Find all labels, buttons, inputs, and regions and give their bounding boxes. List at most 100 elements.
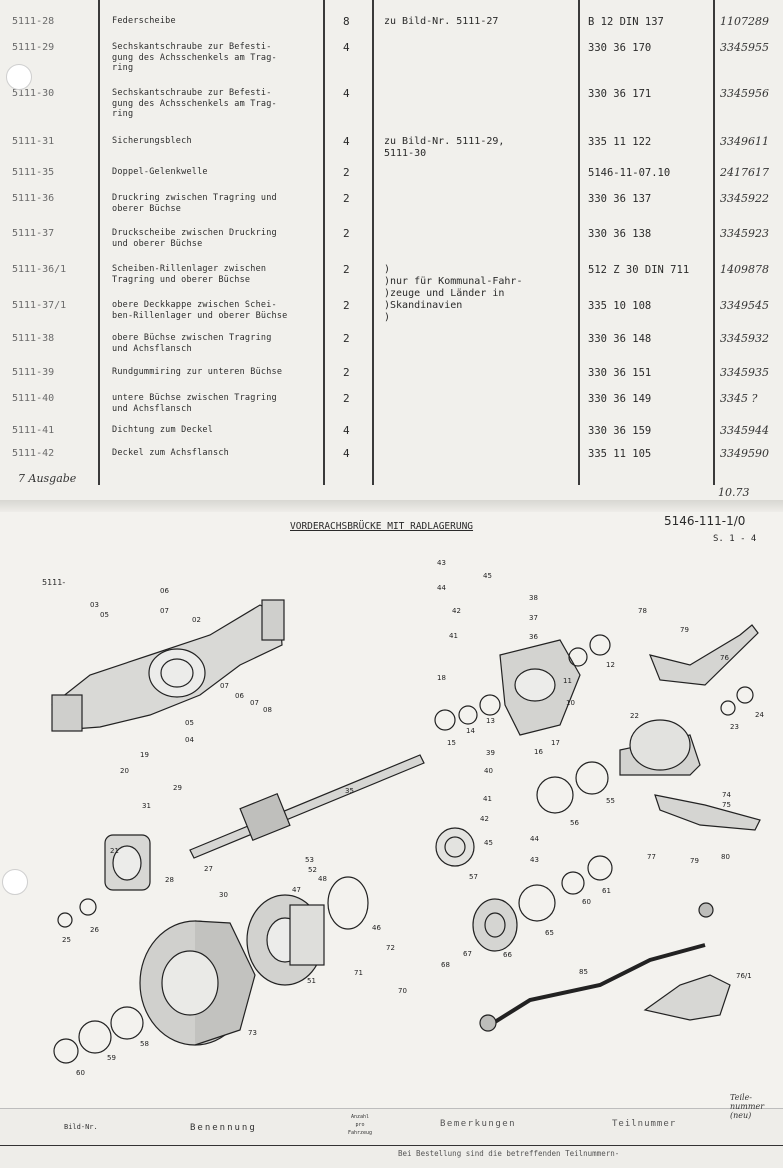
svg-text:74: 74 bbox=[722, 791, 731, 799]
bild-nr-cell: 5111-42 bbox=[12, 448, 55, 459]
teilnummer-cell: 330 36 148 bbox=[588, 333, 652, 345]
anzahl-cell: 2 bbox=[343, 192, 350, 205]
teilnummer-cell: 335 10 108 bbox=[588, 300, 652, 312]
benennung-cell: Druckscheibe zwischen Druckring und ober… bbox=[112, 228, 277, 249]
diagram-group-label: 5111- bbox=[42, 578, 66, 587]
svg-text:44: 44 bbox=[437, 584, 446, 592]
svg-text:36: 36 bbox=[529, 633, 538, 641]
svg-text:14: 14 bbox=[466, 727, 475, 735]
teilenummer-neu-cell: 3345956 bbox=[720, 87, 769, 100]
footer-order-note: Bei Bestellung sind die betreffenden Tei… bbox=[398, 1149, 620, 1158]
svg-text:65: 65 bbox=[545, 929, 554, 937]
teilnummer-cell: 330 36 138 bbox=[588, 228, 652, 240]
teilnummer-cell: B 12 DIN 137 bbox=[588, 16, 664, 28]
anzahl-cell: 2 bbox=[343, 332, 350, 345]
svg-text:44: 44 bbox=[530, 835, 539, 843]
svg-text:15: 15 bbox=[447, 739, 456, 747]
anzahl-cell: 2 bbox=[343, 366, 350, 379]
teilnummer-cell: 330 36 149 bbox=[588, 393, 652, 405]
svg-text:06: 06 bbox=[160, 587, 169, 595]
svg-text:53: 53 bbox=[305, 856, 314, 864]
svg-text:16: 16 bbox=[534, 748, 543, 756]
svg-text:03: 03 bbox=[90, 601, 99, 609]
svg-text:05: 05 bbox=[185, 719, 194, 727]
svg-text:51: 51 bbox=[307, 977, 316, 985]
footer-col-bild: Bild-Nr. bbox=[64, 1123, 98, 1131]
benennung-cell: Druckring zwischen Tragring und oberer B… bbox=[112, 193, 277, 214]
svg-text:07: 07 bbox=[160, 607, 169, 615]
svg-text:28: 28 bbox=[165, 876, 174, 884]
anzahl-cell: 4 bbox=[343, 135, 350, 148]
benennung-cell: Doppel-Gelenkwelle bbox=[112, 167, 208, 177]
svg-text:73: 73 bbox=[248, 1029, 257, 1037]
diagram-page-number: S. 1 - 4 bbox=[713, 534, 757, 544]
anzahl-cell: 4 bbox=[343, 424, 350, 437]
bild-nr-cell: 5111-38 bbox=[12, 333, 55, 344]
teilnummer-cell: 5146-11-07.10 bbox=[588, 167, 671, 179]
teilenummer-neu-cell: 3349545 bbox=[720, 299, 769, 312]
svg-text:58: 58 bbox=[140, 1040, 149, 1048]
svg-text:37: 37 bbox=[529, 614, 538, 622]
footer-col-teilnummer: Teilnummer bbox=[612, 1119, 677, 1129]
teilenummer-neu-cell: 1107289 bbox=[720, 15, 769, 28]
benennung-cell: Sechskantschraube zur Befesti- gung des … bbox=[112, 88, 277, 119]
teilnummer-cell: 512 Z 30 DIN 711 bbox=[588, 264, 690, 276]
footer-col-teilenummer-neu: Teile-nummer (neu) bbox=[730, 1093, 765, 1120]
svg-text:60: 60 bbox=[76, 1069, 85, 1077]
anzahl-cell: 2 bbox=[343, 299, 350, 312]
benennung-cell: obere Büchse zwischen Tragring und Achsf… bbox=[112, 333, 272, 354]
teilenummer-neu-cell: 3349590 bbox=[720, 447, 769, 460]
svg-text:35: 35 bbox=[345, 787, 354, 795]
svg-text:66: 66 bbox=[503, 951, 512, 959]
svg-text:05: 05 bbox=[100, 611, 109, 619]
svg-text:31: 31 bbox=[142, 802, 151, 810]
benennung-cell: Deckel zum Achsflansch bbox=[112, 448, 229, 458]
bild-nr-cell: 5111-31 bbox=[12, 136, 55, 147]
teilenummer-neu-cell: 3349611 bbox=[720, 135, 769, 148]
page-separator bbox=[0, 500, 783, 512]
anzahl-cell: 2 bbox=[343, 392, 350, 405]
teilnummer-cell: 330 36 159 bbox=[588, 425, 652, 437]
teilenummer-neu-cell: 3345944 bbox=[720, 424, 769, 437]
svg-text:57: 57 bbox=[469, 873, 478, 881]
bemerkungen-cell: ) )nur für Kommunal-Fahr- )zeuge und Län… bbox=[384, 264, 523, 323]
teilnummer-cell: 330 36 137 bbox=[588, 193, 652, 205]
benennung-cell: obere Deckkappe zwischen Schei- ben-Rill… bbox=[112, 300, 288, 321]
diagram-code: 5146-111-1/0 bbox=[664, 514, 746, 528]
footer-rule bbox=[0, 1145, 783, 1146]
svg-text:42: 42 bbox=[452, 607, 461, 615]
svg-text:18: 18 bbox=[437, 674, 446, 682]
svg-text:47: 47 bbox=[292, 886, 301, 894]
bemerkungen-cell: zu Bild-Nr. 5111-29, 5111-30 bbox=[384, 136, 505, 159]
svg-text:38: 38 bbox=[529, 594, 538, 602]
bemerkungen-cell: zu Bild-Nr. 5111-27 bbox=[384, 16, 499, 27]
svg-text:17: 17 bbox=[551, 739, 560, 747]
svg-text:72: 72 bbox=[386, 944, 395, 952]
svg-text:48: 48 bbox=[318, 875, 327, 883]
svg-text:70: 70 bbox=[398, 987, 407, 995]
punch-hole bbox=[6, 64, 32, 90]
teilenummer-neu-cell: 3345935 bbox=[720, 366, 769, 379]
bild-nr-cell: 5111-29 bbox=[12, 42, 55, 53]
svg-text:07: 07 bbox=[250, 699, 259, 707]
svg-text:43: 43 bbox=[530, 856, 539, 864]
anzahl-cell: 4 bbox=[343, 87, 350, 100]
svg-text:20: 20 bbox=[120, 767, 129, 775]
teilnummer-cell: 330 36 151 bbox=[588, 367, 652, 379]
svg-text:08: 08 bbox=[263, 706, 272, 714]
teilenummer-neu-cell: 3345922 bbox=[720, 192, 769, 205]
svg-text:45: 45 bbox=[483, 572, 492, 580]
svg-text:71: 71 bbox=[354, 969, 363, 977]
benennung-cell: untere Büchse zwischen Tragring und Achs… bbox=[112, 393, 277, 414]
footer-col-bemerkungen: Bemerkungen bbox=[440, 1119, 517, 1129]
bild-nr-cell: 5111-39 bbox=[12, 367, 55, 378]
teilenummer-neu-cell: 3345955 bbox=[720, 41, 769, 54]
svg-text:75: 75 bbox=[722, 801, 731, 809]
bild-nr-cell: 5111-28 bbox=[12, 16, 55, 27]
benennung-cell: Rundgummiring zur unteren Büchse bbox=[112, 367, 283, 377]
bild-nr-cell: 5111-35 bbox=[12, 167, 55, 178]
svg-text:76: 76 bbox=[720, 654, 729, 662]
teilenummer-neu-cell: 3345 ? bbox=[720, 392, 758, 405]
